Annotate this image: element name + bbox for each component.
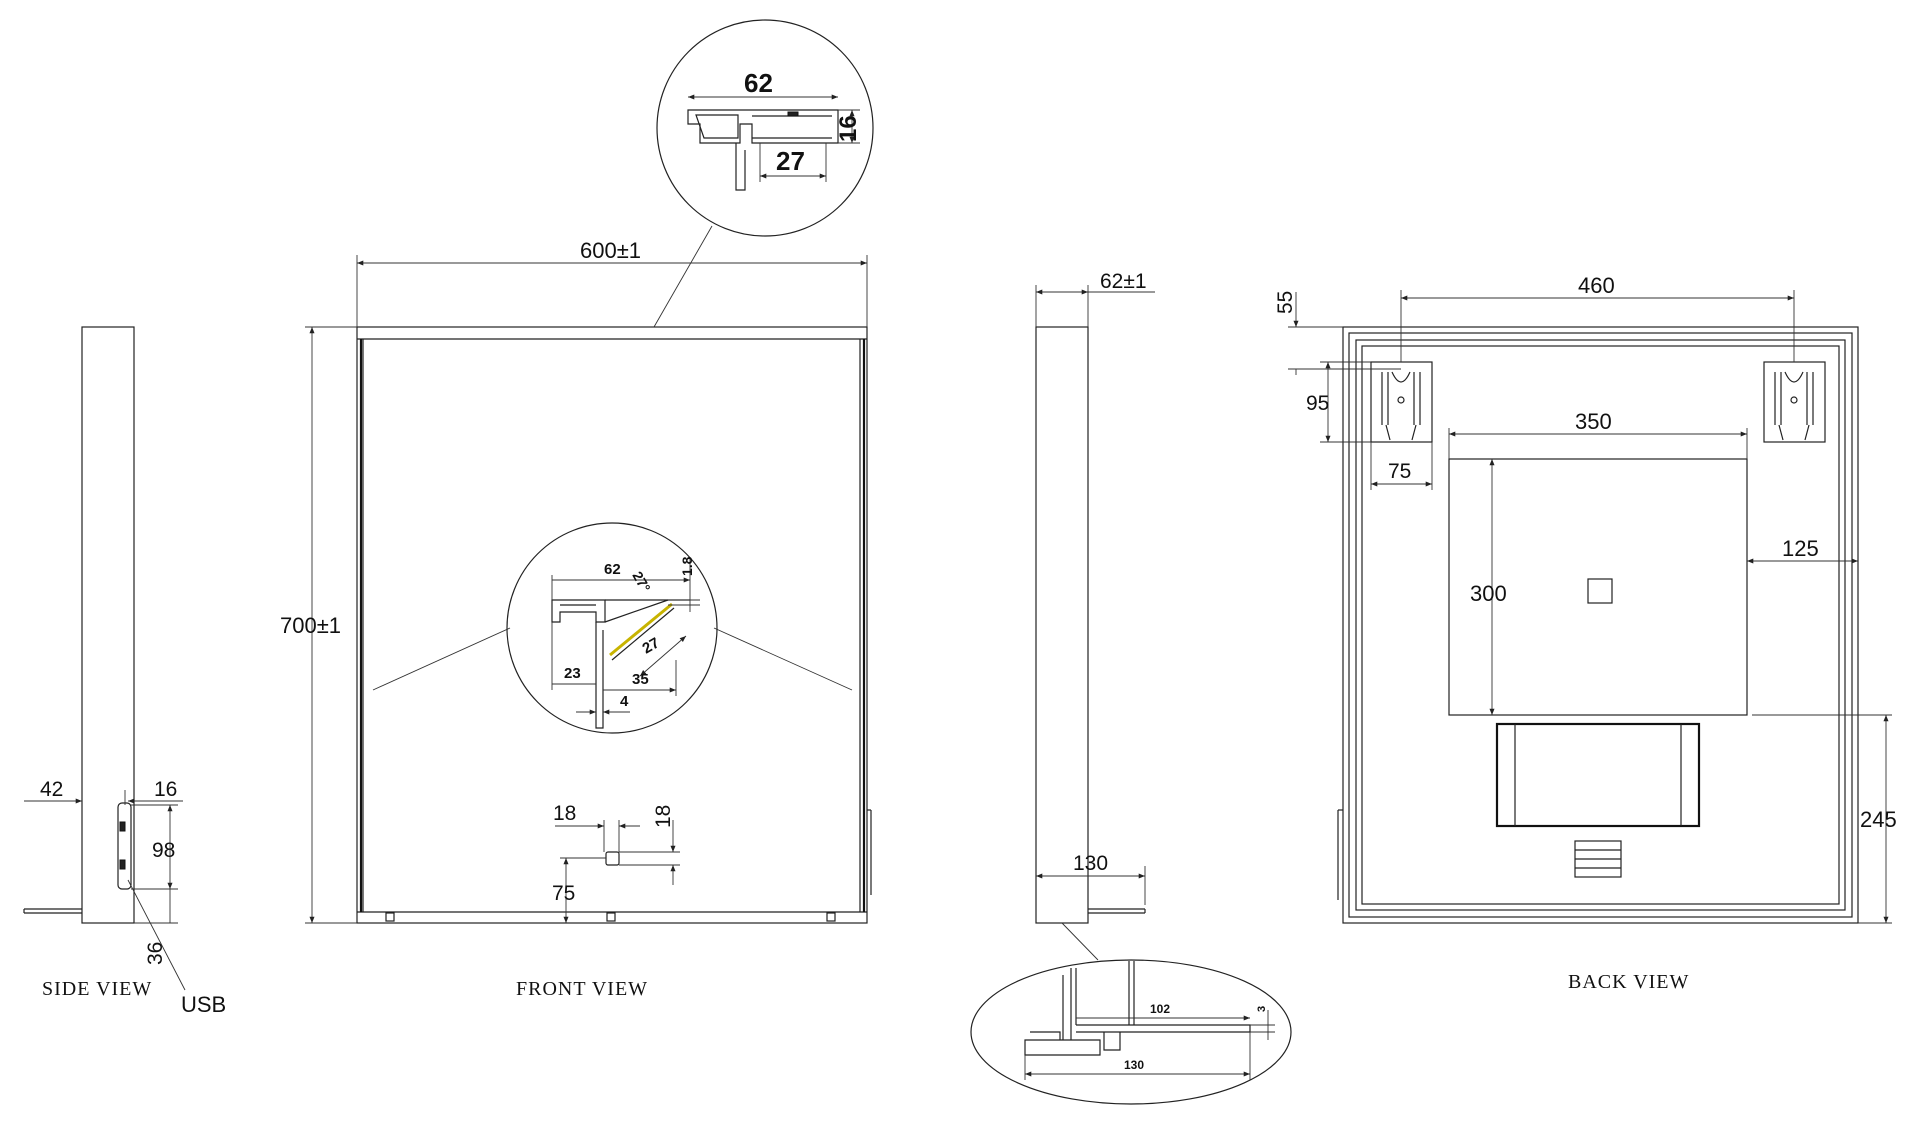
mid-detail-27: 27: [640, 634, 663, 657]
back-dim-350: 350: [1575, 409, 1612, 434]
back-dim-460: 460: [1578, 273, 1615, 298]
mid-detail-angle: 27°: [629, 569, 653, 595]
top-detail-62: 62: [744, 68, 773, 98]
bottom-detail-ellipse: [970, 959, 1292, 1105]
bottom-detail-3: 3: [1256, 1006, 1268, 1012]
side-view-label: SIDE VIEW: [42, 978, 152, 1000]
transformer-block: [1495, 722, 1701, 828]
bottom-detail-102: 102: [1150, 1002, 1170, 1016]
mid-detail-62: 62: [604, 561, 621, 578]
hanger-left-icon: [1370, 361, 1433, 443]
back-dim-300: 300: [1470, 581, 1507, 606]
front-dim-18b: 18: [652, 805, 675, 828]
mid-detail-4: 4: [620, 693, 629, 710]
front-view: 600±1 700±1 18 18 75 FRONT VIEW: [280, 225, 872, 1000]
depth-view: 62±1 130: [1035, 270, 1155, 961]
usb-housing: [117, 802, 132, 890]
front-dim-75: 75: [552, 882, 575, 905]
front-dim-18a: 18: [553, 802, 576, 825]
driver-box: [1448, 458, 1748, 716]
side-dim-98: 98: [152, 839, 175, 862]
bottom-detail-130: 130: [1124, 1058, 1144, 1072]
side-dim-36: 36: [144, 942, 167, 965]
back-dim-245: 245: [1860, 807, 1897, 832]
usb-port-icon: [119, 859, 126, 870]
side-dim-16: 16: [154, 778, 177, 801]
mid-detail-circle: [506, 522, 718, 734]
side-view: 42 16 98 36 USB SIDE VIEW: [23, 326, 226, 1017]
bottom-profile-detail: 102 3 130: [970, 959, 1292, 1105]
top-detail-16: 16: [835, 115, 862, 142]
depth-dim: 62±1: [1100, 270, 1147, 293]
mid-profile-detail: 62 27° 1.8 27 23 35 4: [506, 522, 718, 734]
sensor-square-icon: [1587, 578, 1613, 604]
top-detail-circle: [656, 19, 874, 237]
mid-detail-1-8: 1.8: [679, 556, 695, 576]
back-dim-95: 95: [1306, 392, 1329, 415]
touch-sensor-icon: [605, 851, 620, 866]
usb-port-icon: [119, 821, 126, 832]
usb-label: USB: [181, 992, 226, 1017]
side-view-body: [81, 326, 135, 924]
back-view: 460 55 95 75 350 300 125 245 BACK VIEW: [1274, 273, 1897, 993]
front-width-dim: 600±1: [580, 238, 641, 263]
front-height-dim: 700±1: [280, 613, 341, 638]
hanger-right-icon: [1763, 361, 1826, 443]
depth-view-body: [1035, 326, 1089, 924]
back-view-frame: [1342, 326, 1859, 924]
front-view-frame: [356, 326, 868, 924]
front-view-label: FRONT VIEW: [516, 978, 648, 1000]
mid-detail-23: 23: [564, 665, 581, 682]
back-dim-125: 125: [1782, 536, 1819, 561]
back-view-label: BACK VIEW: [1568, 971, 1689, 993]
depth-dim-130: 130: [1073, 852, 1108, 875]
top-detail-27: 27: [776, 146, 805, 176]
mirror-edge-highlight: [609, 602, 673, 657]
back-dim-75: 75: [1388, 460, 1411, 483]
hanger-bracket-right: [1763, 361, 1826, 443]
mid-detail-35: 35: [632, 671, 649, 688]
side-dim-42: 42: [40, 778, 63, 801]
back-dim-55: 55: [1274, 291, 1297, 314]
top-profile-detail: 62 16 27: [656, 19, 874, 237]
hanger-bracket-left: [1370, 361, 1433, 443]
